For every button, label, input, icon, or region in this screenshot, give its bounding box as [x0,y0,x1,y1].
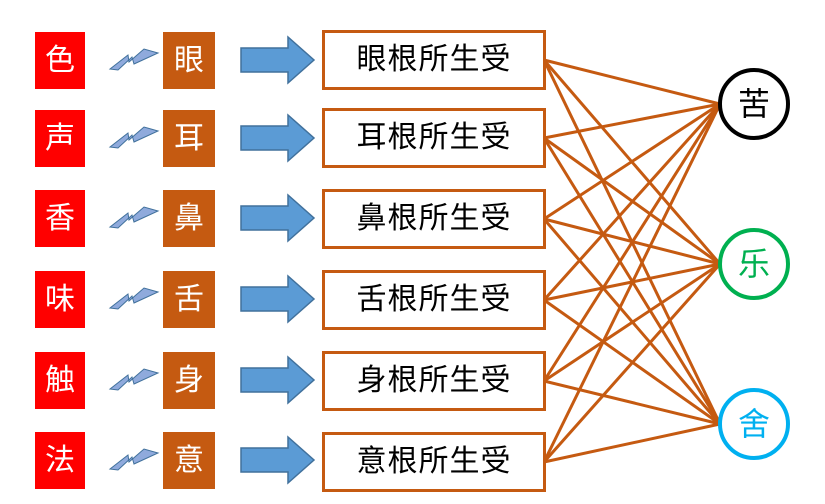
connector-line [543,422,721,464]
object-box: 声 [35,110,85,167]
connector-line [542,103,722,382]
lightning-bolt-icon [108,448,160,471]
object-box: 味 [35,271,85,328]
feeling-circle-suffering: 苦 [718,68,790,140]
object-box: 法 [35,432,85,489]
reception-box: 意根所生受 [322,432,546,492]
lightning-bolt-icon [108,48,160,71]
reception-box: 耳根所生受 [322,108,546,168]
organ-box: 耳 [163,110,215,167]
connector-line [542,103,722,463]
reception-box: 舌根所生受 [322,270,546,330]
organ-box: 舌 [163,271,215,328]
connector-line [542,263,722,463]
right-arrow-icon [240,35,316,85]
organ-box: 意 [163,432,215,489]
connector-line [543,102,721,140]
organ-box: 鼻 [163,190,215,247]
lightning-bolt-icon [108,368,160,391]
right-arrow-icon [240,113,316,163]
object-box: 色 [35,32,85,89]
right-arrow-icon [240,193,316,243]
object-box: 香 [35,190,85,247]
connector-line [543,102,721,221]
feeling-circle-pleasure: 乐 [718,228,790,300]
lightning-bolt-icon [108,287,160,310]
reception-box: 鼻根所生受 [322,189,546,249]
lightning-bolt-icon [108,126,160,149]
connector-line [543,58,721,106]
organ-box: 身 [163,352,215,409]
reception-box: 眼根所生受 [322,30,546,90]
connector-line [543,379,721,426]
reception-box: 身根所生受 [322,351,546,411]
feeling-circle-equanimity: 舍 [718,388,790,460]
right-arrow-icon [240,274,316,324]
connector-line [543,262,721,383]
object-box: 触 [35,352,85,409]
right-arrow-icon [240,435,316,485]
organ-box: 眼 [163,32,215,89]
lightning-bolt-icon [108,206,160,229]
connector-line [542,102,722,302]
right-arrow-icon [240,355,316,405]
